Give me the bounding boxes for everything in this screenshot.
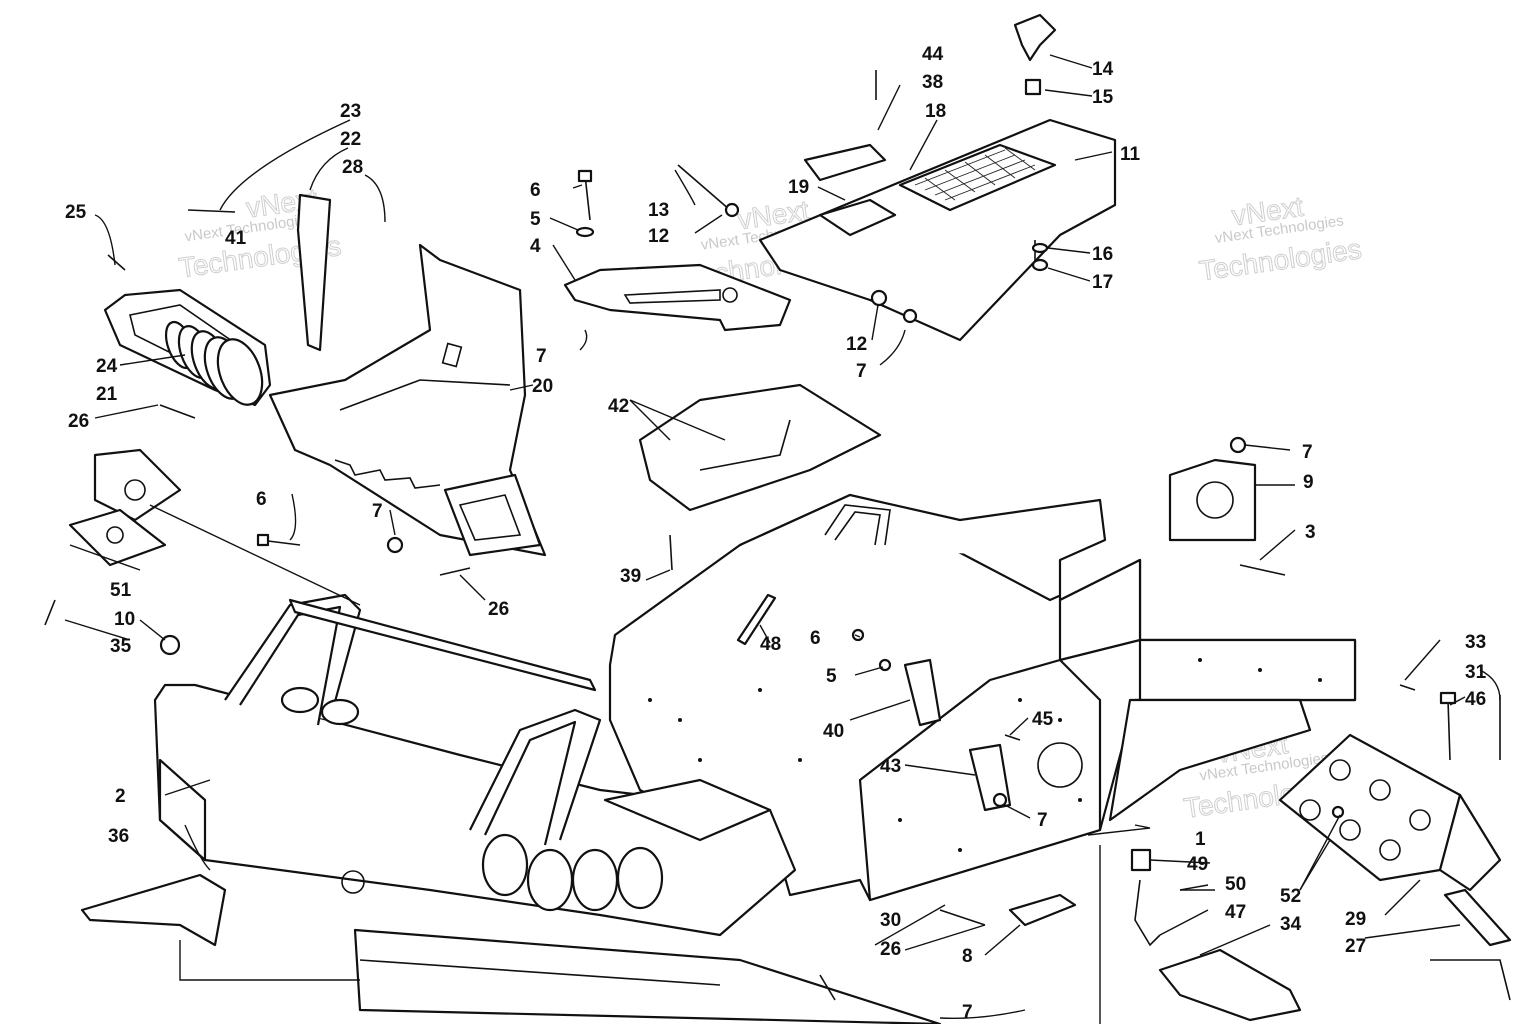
callout-45: 45 bbox=[1032, 709, 1054, 730]
callout-3: 3 bbox=[1305, 522, 1316, 543]
callout-8: 8 bbox=[962, 946, 973, 967]
mudflap-36 bbox=[80, 873, 227, 947]
seat-base-11 bbox=[758, 118, 1117, 342]
callout-20: 20 bbox=[532, 376, 553, 397]
callout-7c: 7 bbox=[856, 361, 867, 382]
callout-39: 39 bbox=[620, 566, 641, 587]
callout-27: 27 bbox=[1345, 936, 1366, 957]
callout-21: 21 bbox=[96, 384, 118, 405]
callout-24: 24 bbox=[96, 356, 118, 377]
deflector-42 bbox=[638, 383, 882, 512]
callout-26b: 26 bbox=[488, 599, 509, 620]
plates-51 bbox=[68, 448, 182, 567]
callout-15: 15 bbox=[1092, 87, 1114, 108]
callout-13: 13 bbox=[648, 200, 669, 221]
front-bumper-assembly bbox=[153, 593, 942, 1024]
knob-14 bbox=[1013, 13, 1057, 96]
console-dash bbox=[268, 243, 547, 557]
boot-bellows bbox=[164, 320, 264, 406]
callout-18: 18 bbox=[925, 101, 946, 122]
callout-52: 52 bbox=[1280, 886, 1301, 907]
callout-6b: 6 bbox=[256, 489, 267, 510]
bogie-wheels bbox=[280, 686, 664, 912]
callout-12b: 12 bbox=[846, 334, 867, 355]
callout-42: 42 bbox=[608, 396, 629, 417]
callout-6: 6 bbox=[530, 180, 541, 201]
callout-47: 47 bbox=[1225, 902, 1246, 923]
bracket-8 bbox=[1008, 893, 1077, 927]
callout-7f: 7 bbox=[962, 1002, 973, 1023]
callout-2: 2 bbox=[115, 786, 126, 807]
callout-40: 40 bbox=[823, 721, 844, 742]
bracket-4 bbox=[563, 263, 792, 332]
callout-5b: 5 bbox=[826, 666, 837, 687]
strap-27 bbox=[1443, 888, 1512, 947]
callout-7e: 7 bbox=[1037, 810, 1048, 831]
callout-5: 5 bbox=[530, 209, 541, 230]
bracket-22 bbox=[296, 193, 332, 352]
callout-29: 29 bbox=[1345, 909, 1366, 930]
callout-11: 11 bbox=[1120, 144, 1141, 165]
callout-1: 1 bbox=[1195, 829, 1206, 850]
callout-17: 17 bbox=[1092, 272, 1113, 293]
callout-9: 9 bbox=[1303, 472, 1314, 493]
callout-36: 36 bbox=[108, 826, 129, 847]
callout-28: 28 bbox=[342, 157, 363, 178]
hardware bbox=[44, 70, 1501, 1001]
vent-grille-18 bbox=[914, 147, 1036, 201]
plate-9 bbox=[1168, 458, 1257, 542]
callout-22: 22 bbox=[340, 129, 361, 150]
callout-6c: 6 bbox=[810, 628, 821, 649]
callout-44: 44 bbox=[922, 44, 944, 65]
callout-38: 38 bbox=[922, 72, 943, 93]
callout-50: 50 bbox=[1225, 874, 1246, 895]
callout-7d: 7 bbox=[1302, 442, 1313, 463]
callout-25: 25 bbox=[65, 202, 87, 223]
rear-bumper-34 bbox=[1158, 948, 1302, 1022]
callout-43: 43 bbox=[880, 756, 901, 777]
callout-labels: 1 2 3 4 5 5 6 6 6 7 7 7 7 7 7 8 9 10 11 … bbox=[65, 44, 1487, 1023]
callout-31: 31 bbox=[1465, 662, 1487, 683]
callout-16: 16 bbox=[1092, 244, 1113, 265]
callout-19: 19 bbox=[788, 177, 809, 198]
callout-26: 26 bbox=[68, 411, 89, 432]
callout-4: 4 bbox=[530, 236, 541, 257]
callout-33: 33 bbox=[1465, 632, 1486, 653]
callout-46: 46 bbox=[1465, 689, 1486, 710]
callout-49: 49 bbox=[1187, 854, 1208, 875]
frame-rivets bbox=[648, 658, 1322, 852]
callout-34: 34 bbox=[1280, 914, 1302, 935]
callout-14: 14 bbox=[1092, 59, 1114, 80]
callout-12: 12 bbox=[648, 226, 669, 247]
callout-35: 35 bbox=[110, 636, 132, 657]
callout-23: 23 bbox=[340, 101, 361, 122]
callout-26c: 26 bbox=[880, 939, 901, 960]
callout-7b: 7 bbox=[372, 501, 383, 522]
callout-41: 41 bbox=[225, 228, 247, 249]
belly-pan-29 bbox=[1278, 733, 1502, 892]
leader-lines bbox=[64, 54, 1501, 1024]
steering-boot bbox=[103, 288, 272, 407]
callout-30: 30 bbox=[880, 910, 901, 931]
cable-47 bbox=[1134, 879, 1161, 947]
callout-51: 51 bbox=[110, 580, 132, 601]
callout-48: 48 bbox=[760, 634, 781, 655]
callout-7: 7 bbox=[536, 346, 547, 367]
callout-10: 10 bbox=[114, 609, 135, 630]
